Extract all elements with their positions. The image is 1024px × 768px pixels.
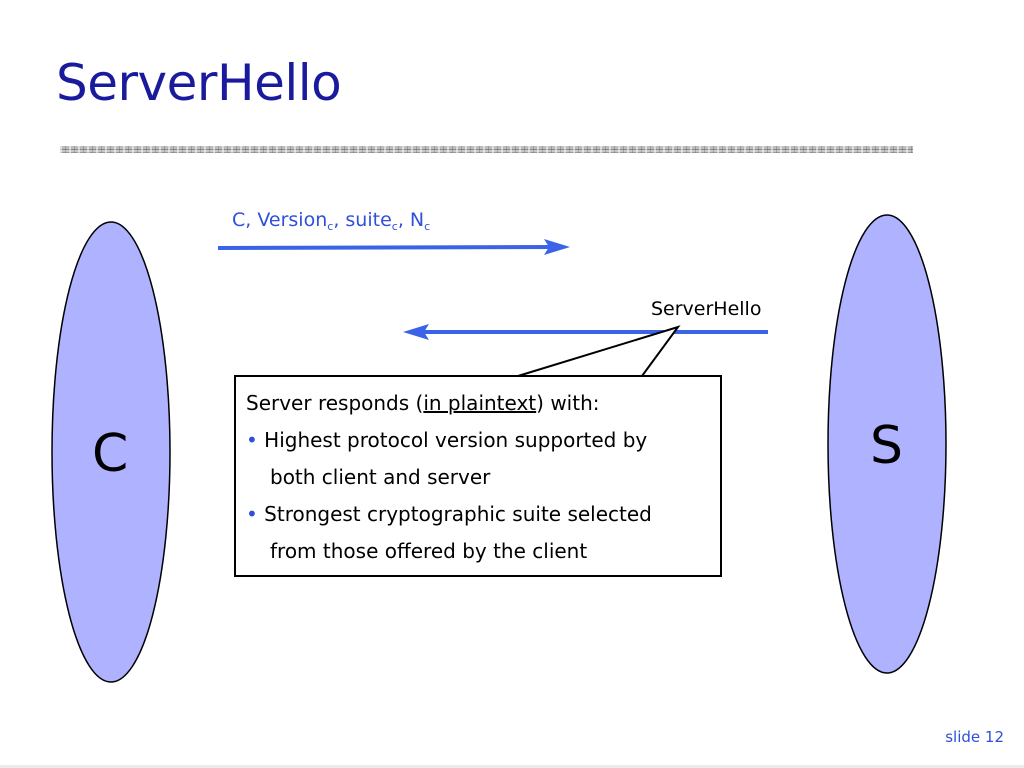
slide-number: slide 12 [945,728,1004,746]
note-bullet-1-cont: both client and server [270,465,491,489]
slide-title: ServerHello [56,54,342,112]
callout-pointer [517,325,681,377]
bullet-icon: • [246,428,258,452]
server-hello-label: ServerHello [651,298,762,320]
client-node [51,221,171,683]
server-response-note: Server responds (in plaintext) with: • H… [234,375,722,577]
title-divider [60,146,913,153]
bottom-band [0,765,1024,768]
note-bullet-1: • Highest protocol version supported by [246,428,648,452]
client-hello-arrow [217,239,570,255]
server-label: S [870,416,904,476]
bullet-icon: • [246,502,258,526]
server-node [827,214,947,674]
note-intro: Server responds (in plaintext) with: [246,391,600,415]
server-hello-arrow [403,324,768,340]
client-hello-label: C, Versionc, suitec, Nc [232,209,431,233]
note-bullet-2: • Strongest cryptographic suite selected [246,502,652,526]
client-label: C [92,424,129,484]
note-bullet-2-cont: from those offered by the client [270,539,588,563]
